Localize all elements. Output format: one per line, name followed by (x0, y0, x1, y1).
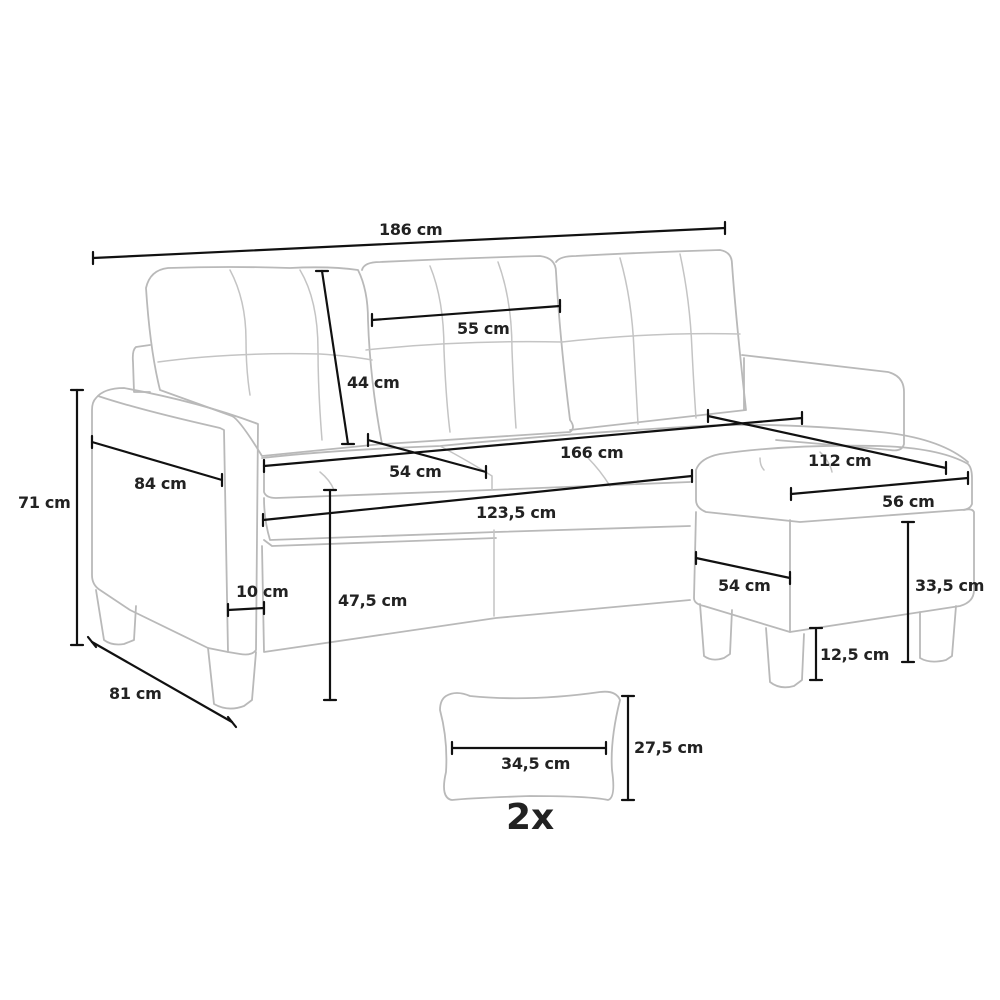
inner-width-label: 166 cm (560, 443, 624, 462)
seat-height-label: 47,5 cm (338, 591, 408, 610)
pillow-width-label: 34,5 cm (501, 754, 571, 773)
seat-cushion-width-label: 55 cm (457, 319, 510, 338)
pillow-height-label: 27,5 cm (634, 738, 704, 757)
leg-height-label: 12,5 cm (820, 645, 890, 664)
seat-depth-label: 54 cm (389, 462, 442, 481)
pillow-quantity-label: 2x (506, 797, 555, 838)
ottoman-depth-label: 54 cm (718, 576, 771, 595)
total-height-label: 71 cm (18, 493, 71, 512)
arm-width-label: 10 cm (236, 582, 289, 601)
ottoman-width-label: 56 cm (882, 492, 935, 511)
ottoman-height-label: 33,5 cm (915, 576, 985, 595)
arm-length-label: 84 cm (134, 474, 187, 493)
ottoman-length-label: 112 cm (808, 451, 872, 470)
total-depth-label: 81 cm (109, 684, 162, 703)
back-cushion-height-label: 44 cm (347, 373, 400, 392)
dimension-lines (69, 220, 970, 802)
sofa-drawing (91, 249, 975, 801)
seat-width-label: 123,5 cm (476, 503, 556, 522)
overall-width-label: 186 cm (379, 220, 443, 239)
